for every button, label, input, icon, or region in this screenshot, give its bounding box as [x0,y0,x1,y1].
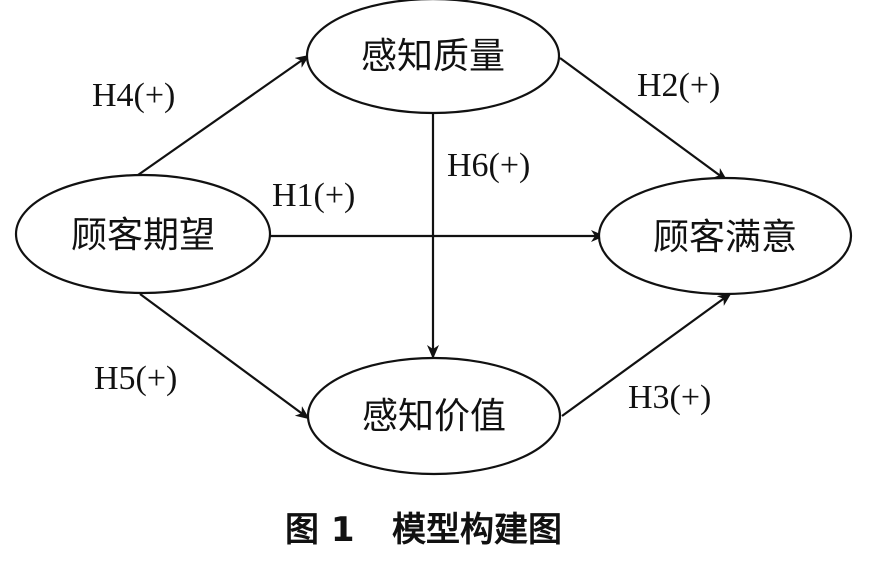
edge-h4 [137,54,310,176]
edge-h5 [139,293,310,420]
label-h5: H5(+) [94,360,177,397]
edge-h3 [561,292,732,417]
node-perceived-quality: 感知质量 [305,0,561,115]
node-perceived-value-label: 感知价值 [362,396,506,437]
edge-h2 [559,57,728,182]
label-h6: H6(+) [447,147,530,184]
node-customer-expectation-label: 顾客期望 [71,215,215,256]
node-perceived-value: 感知价值 [306,356,562,476]
node-customer-satisfaction: 顾客满意 [597,176,853,296]
node-perceived-quality-label: 感知质量 [361,36,505,77]
figure-number: 图 1 [285,510,355,550]
label-h4: H4(+) [92,77,175,114]
label-h1: H1(+) [272,177,355,214]
label-h2: H2(+) [637,67,720,104]
label-h3: H3(+) [628,379,711,416]
node-customer-satisfaction-label: 顾客满意 [653,217,797,258]
node-customer-expectation: 顾客期望 [14,173,272,295]
figure-title: 模型构建图 [392,510,562,550]
figure-caption: 图 1 模型构建图 [285,510,562,550]
